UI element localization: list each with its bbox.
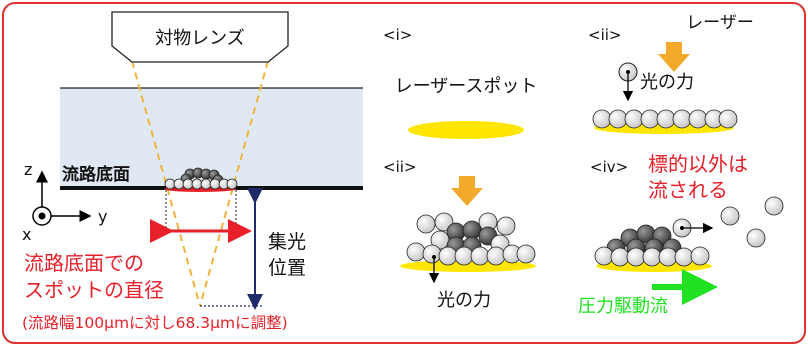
pressure-flow-label: 圧力駆動流 xyxy=(578,296,668,317)
panel-ii-top: <ii> レーザー 光の力 xyxy=(588,13,754,134)
laser-arrow-icon-2 xyxy=(451,176,483,206)
optical-force-label: 光の力 xyxy=(640,72,694,93)
focus-position-label-2: 位置 xyxy=(268,257,306,279)
axis-z-label: z xyxy=(24,160,32,179)
particle-layer-top xyxy=(592,109,738,129)
channel-bottom-label: 流路底面 xyxy=(62,164,130,185)
beam-cone-right xyxy=(199,60,269,307)
axis-x-label: x xyxy=(22,225,31,244)
panel-iv: <iv> 標的以外は 流される 圧力駆動流 xyxy=(578,152,784,317)
panel-i: <i> レーザースポット xyxy=(383,26,537,139)
coordinate-axes: z y x xyxy=(22,160,107,244)
spot-diameter-label-2: スポットの直径 xyxy=(24,278,164,302)
particle-cluster-left xyxy=(164,167,238,192)
laser-label: レーザー xyxy=(686,13,754,33)
flushed-particles xyxy=(720,196,784,248)
spot-diameter-label-1: 流路底面での xyxy=(24,251,144,275)
particle-pile-iv xyxy=(594,224,710,267)
laser-spot-label: レーザースポット xyxy=(395,76,538,97)
panel-ii-top-tag: <ii> xyxy=(588,26,621,44)
laser-spot xyxy=(408,121,524,139)
panel-ii-bottom: <ii> 光の力 xyxy=(383,158,536,311)
panel-ii-bottom-tag: <ii> xyxy=(383,158,416,176)
non-target-label-1: 標的以外は xyxy=(648,152,748,176)
optical-force-label-2: 光の力 xyxy=(437,290,491,311)
panel-iv-tag: <iv> xyxy=(590,158,628,176)
focus-position-label-1: 集光 xyxy=(268,231,306,253)
laser-arrow-icon xyxy=(658,42,690,72)
beam-cone-left xyxy=(131,60,201,307)
objective-lens xyxy=(111,11,289,63)
panel-i-tag: <i> xyxy=(383,26,412,44)
spot-diameter-label-3: (流路幅100μmに対し68.3μmに調整) xyxy=(22,314,288,332)
non-target-label-2: 流される xyxy=(648,178,728,202)
left-schematic: 対物レンズ 流路底面 集光 位置 xyxy=(22,11,363,332)
objective-lens-label: 対物レンズ xyxy=(155,28,245,49)
axis-y-label: y xyxy=(98,207,107,226)
particle-pile-mid xyxy=(406,212,536,266)
